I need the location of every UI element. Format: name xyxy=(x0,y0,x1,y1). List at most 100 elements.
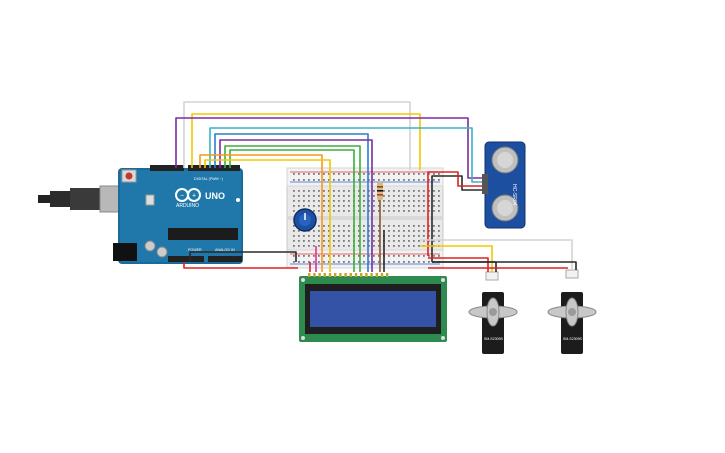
breadboard-hole xyxy=(358,230,360,232)
breadboard-hole xyxy=(428,205,430,207)
svg-text:+: + xyxy=(192,193,196,200)
servo-motor-1[interactable]: SM-S2309S xyxy=(468,271,518,354)
breadboard-hole xyxy=(433,205,435,207)
capacitor-icon xyxy=(144,240,156,252)
breadboard-hole xyxy=(293,179,295,181)
breadboard-hole xyxy=(298,240,300,242)
breadboard-hole xyxy=(308,179,310,181)
breadboard-hole xyxy=(438,173,440,175)
breadboard-hole xyxy=(368,230,370,232)
breadboard-hole xyxy=(318,225,320,227)
breadboard-hole xyxy=(333,255,335,257)
breadboard-hole xyxy=(333,240,335,242)
breadboard-hole xyxy=(388,173,390,175)
breadboard-hole xyxy=(298,190,300,192)
breadboard-hole xyxy=(328,255,330,257)
breadboard-hole xyxy=(318,179,320,181)
lcd-pin xyxy=(380,273,384,277)
breadboard-hole xyxy=(408,245,410,247)
svg-text:−: − xyxy=(180,193,184,200)
breadboard-hole xyxy=(358,205,360,207)
breadboard-hole xyxy=(373,195,375,197)
lcd-pin xyxy=(354,273,358,277)
breadboard-hole xyxy=(378,245,380,247)
arduino-brand: ARDUINO xyxy=(176,203,199,209)
breadboard-hole xyxy=(373,200,375,202)
breadboard-hole xyxy=(368,173,370,175)
breadboard-hole xyxy=(303,179,305,181)
breadboard-hole xyxy=(373,210,375,212)
breadboard-hole xyxy=(363,179,365,181)
breadboard-hole xyxy=(388,190,390,192)
breadboard-hole xyxy=(438,190,440,192)
breadboard-hole xyxy=(393,179,395,181)
breadboard-hole xyxy=(343,200,345,202)
capacitor-icon xyxy=(156,246,168,258)
breadboard-hole xyxy=(373,225,375,227)
breadboard-hole xyxy=(333,235,335,237)
breadboard-hole xyxy=(333,245,335,247)
breadboard-hole xyxy=(343,205,345,207)
breadboard-hole xyxy=(313,210,315,212)
breadboard[interactable] xyxy=(286,167,444,269)
breadboard-hole xyxy=(403,205,405,207)
breadboard-hole xyxy=(323,200,325,202)
breadboard-hole xyxy=(348,200,350,202)
arduino-uno[interactable]: − + ARDUINO UNO DIGITAL (PWM ~) POWER AN… xyxy=(38,165,243,264)
breadboard-hole xyxy=(363,190,365,192)
breadboard-hole xyxy=(333,230,335,232)
breadboard-hole xyxy=(413,261,415,263)
servo-1-label: SM-S2309S xyxy=(484,337,504,341)
breadboard-hole xyxy=(373,245,375,247)
breadboard-hole xyxy=(303,195,305,197)
breadboard-hole xyxy=(418,205,420,207)
breadboard-hole xyxy=(418,210,420,212)
breadboard-hole xyxy=(308,240,310,242)
reset-button[interactable] xyxy=(125,172,133,180)
breadboard-hole xyxy=(298,205,300,207)
breadboard-hole xyxy=(328,200,330,202)
breadboard-hole xyxy=(303,200,305,202)
breadboard-hole xyxy=(398,210,400,212)
lcd-16x2[interactable] xyxy=(299,273,447,342)
breadboard-hole xyxy=(423,179,425,181)
breadboard-hole xyxy=(293,230,295,232)
breadboard-hole xyxy=(428,261,430,263)
breadboard-hole xyxy=(413,200,415,202)
breadboard-hole xyxy=(423,195,425,197)
breadboard-hole xyxy=(333,190,335,192)
breadboard-hole xyxy=(418,200,420,202)
breadboard-hole xyxy=(433,235,435,237)
breadboard-hole xyxy=(323,225,325,227)
breadboard-hole xyxy=(338,205,340,207)
breadboard-hole xyxy=(378,240,380,242)
resistor[interactable] xyxy=(377,182,383,200)
breadboard-hole xyxy=(408,190,410,192)
breadboard-hole xyxy=(318,195,320,197)
lcd-pin xyxy=(334,273,337,277)
breadboard-hole xyxy=(418,190,420,192)
breadboard-hole xyxy=(423,230,425,232)
breadboard-hole xyxy=(358,210,360,212)
breadboard-hole xyxy=(313,173,315,175)
breadboard-hole xyxy=(303,261,305,263)
lcd-screen xyxy=(310,291,436,327)
breadboard-hole xyxy=(368,179,370,181)
ultrasonic-sensor[interactable]: HC-SR04 xyxy=(482,141,526,229)
wire-white xyxy=(183,101,411,170)
breadboard-hole xyxy=(383,179,385,181)
breadboard-hole xyxy=(368,235,370,237)
breadboard-hole xyxy=(323,245,325,247)
breadboard-hole xyxy=(413,225,415,227)
breadboard-hole xyxy=(368,245,370,247)
potentiometer[interactable] xyxy=(293,208,317,232)
breadboard-hole xyxy=(383,200,385,202)
servo-motor-2[interactable]: SM-S2309S xyxy=(547,269,597,354)
breadboard-hole xyxy=(403,240,405,242)
breadboard-hole xyxy=(428,200,430,202)
breadboard-hole xyxy=(388,195,390,197)
breadboard-hole xyxy=(343,255,345,257)
breadboard-hole xyxy=(398,255,400,257)
breadboard-hole xyxy=(423,240,425,242)
breadboard-hole xyxy=(328,205,330,207)
